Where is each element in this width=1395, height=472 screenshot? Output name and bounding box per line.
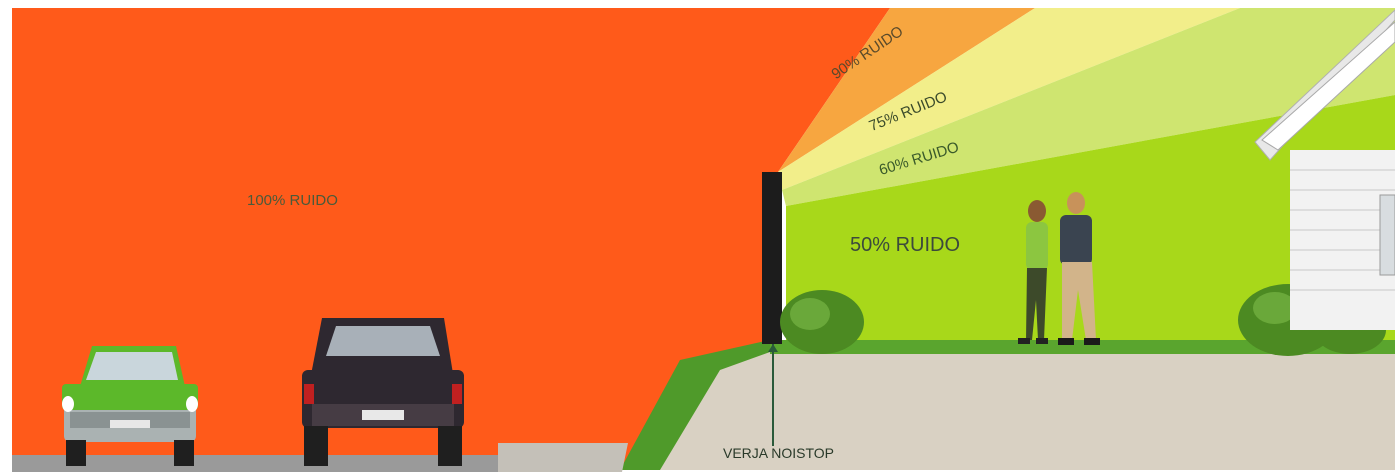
grass-strip bbox=[770, 340, 1395, 354]
house-icon bbox=[1254, 9, 1395, 330]
fence-label: VERJA NOISTOP bbox=[723, 445, 834, 461]
noise-label-50: 50% RUIDO bbox=[850, 234, 961, 256]
curb bbox=[498, 443, 628, 472]
road bbox=[12, 455, 502, 472]
fence-pointer-arrow bbox=[768, 344, 778, 352]
man-icon bbox=[1058, 192, 1100, 345]
fence-icon bbox=[762, 172, 782, 344]
bush-icon bbox=[780, 290, 864, 354]
noise-zone-75 bbox=[778, 8, 1240, 190]
green-car-icon bbox=[62, 346, 198, 466]
noise-label-100: 100% RUIDO bbox=[247, 192, 338, 209]
pavement bbox=[640, 344, 1395, 470]
woman-icon bbox=[1018, 200, 1048, 344]
black-pickup-icon bbox=[302, 318, 464, 466]
noise-zone-60 bbox=[782, 8, 1395, 206]
grass-slope bbox=[620, 340, 770, 470]
noise-zone-100 bbox=[12, 8, 890, 470]
